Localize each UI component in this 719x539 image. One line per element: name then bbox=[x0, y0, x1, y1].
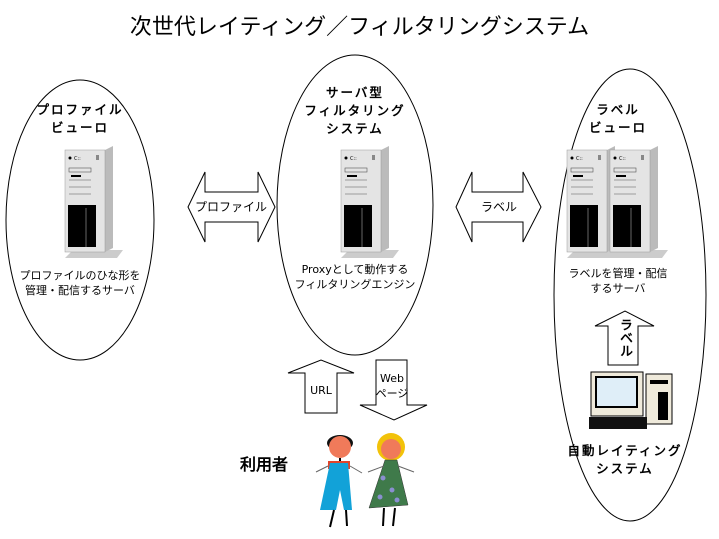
desc-line: フィルタリングエンジン bbox=[294, 278, 416, 291]
heading-line: 自動レイティング bbox=[567, 443, 683, 458]
webpage-arrow-label: Web ページ bbox=[372, 371, 412, 401]
auto-rating-ellipse bbox=[553, 68, 707, 522]
server-icon bbox=[340, 145, 400, 259]
label-up-arrow bbox=[594, 310, 655, 366]
label-bureau-desc: ラベルを管理・配信 するサーバ bbox=[553, 266, 683, 296]
users-illustration bbox=[315, 433, 415, 528]
diagram-title: 次世代レイティング／フィルタリングシステム bbox=[129, 15, 590, 40]
url-up-arrow bbox=[287, 359, 355, 414]
label-bureau-heading: ラベル ビューロ bbox=[558, 101, 678, 137]
filtering-system-desc: Proxyとして動作する フィルタリングエンジン bbox=[290, 262, 420, 292]
webpage-down-arrow bbox=[359, 359, 428, 421]
label-up-arrow-label: ラベル bbox=[617, 318, 632, 357]
desc-line: Proxyとして動作する bbox=[301, 263, 409, 276]
users-label: 利用者 bbox=[240, 455, 289, 474]
profile-arrow-label: プロファイル bbox=[194, 200, 267, 214]
profile-bureau-heading: プロファイル ビューロ bbox=[20, 101, 140, 137]
url-arrow-label: URL bbox=[310, 384, 332, 397]
profile-bureau-desc: プロファイルのひな形を 管理・配信するサーバ bbox=[15, 268, 145, 298]
server-icon bbox=[609, 145, 669, 259]
desc-line: ラベルを管理・配信 bbox=[568, 267, 668, 280]
heading-line: ビューロ bbox=[50, 120, 109, 135]
heading-line: フィルタリング bbox=[304, 103, 406, 118]
desc-line: するサーバ bbox=[590, 282, 646, 295]
filtering-system-ellipse bbox=[276, 54, 434, 356]
heading-line: サーバ型 bbox=[326, 85, 384, 100]
heading-line: システム bbox=[596, 461, 654, 476]
label-double-arrow bbox=[455, 171, 542, 243]
heading-line: ラベル bbox=[596, 102, 640, 117]
profile-bureau-ellipse bbox=[5, 79, 155, 361]
desc-line: 管理・配信するサーバ bbox=[25, 284, 135, 297]
desc-line: プロファイルのひな形を bbox=[19, 269, 141, 282]
profile-double-arrow bbox=[187, 171, 276, 243]
label-arrow-label: ラベル bbox=[480, 200, 517, 214]
heading-line: ビューロ bbox=[588, 120, 647, 135]
filtering-system-heading: サーバ型 フィルタリング システム bbox=[295, 84, 415, 138]
auto-rating-heading: 自動レイティング システム bbox=[555, 442, 695, 478]
webpage-line: ページ bbox=[375, 387, 409, 400]
computer-icon bbox=[589, 371, 673, 429]
webpage-line: Web bbox=[380, 372, 404, 385]
heading-line: システム bbox=[326, 121, 384, 136]
heading-line: プロファイル bbox=[36, 102, 124, 117]
server-icon bbox=[64, 145, 124, 259]
